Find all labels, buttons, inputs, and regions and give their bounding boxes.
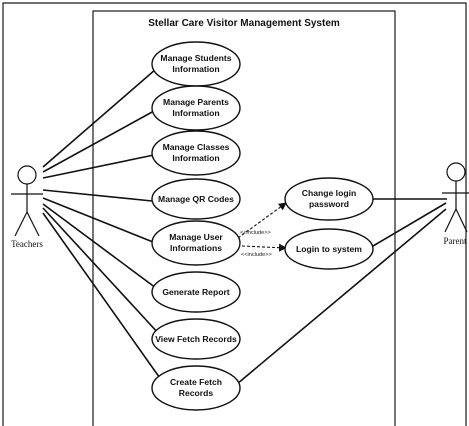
- assoc-teacher-report: [42, 203, 157, 289]
- use-case-label: Change login: [302, 188, 356, 198]
- assoc-teacher-create: [42, 212, 163, 382]
- actor-parent-label: Parent: [444, 236, 467, 246]
- actor-parent-icon: [442, 162, 469, 233]
- actor-teachers-label: Teachers: [11, 239, 43, 249]
- use-case-manage-qr-codes[interactable]: Manage QR Codes: [151, 178, 241, 220]
- use-case-manage-user[interactable]: Manage User Informations: [151, 220, 241, 266]
- use-case-manage-classes[interactable]: Manage Classes Information: [151, 130, 241, 176]
- assoc-teacher-qr: [42, 189, 153, 202]
- use-case-label: Manage QR Codes: [158, 194, 234, 204]
- use-case-label: View Fetch Records: [155, 334, 237, 344]
- assoc-teacher-students: [42, 68, 157, 168]
- use-case-change-login-password[interactable]: Change login password: [284, 177, 374, 221]
- assoc-parent-create: [236, 208, 447, 385]
- use-case-label: Create Fetch: [170, 377, 222, 387]
- use-case-label: Information: [172, 64, 219, 74]
- include-label-change: <<include>>: [240, 230, 271, 236]
- use-case-label: Manage Parents: [163, 97, 229, 107]
- assoc-teacher-parents: [42, 110, 155, 173]
- use-case-label: Generate Report: [162, 287, 229, 297]
- actor-teachers[interactable]: Teachers: [11, 165, 43, 249]
- assoc-parent-login: [372, 202, 447, 247]
- assoc-teacher-view: [42, 207, 160, 335]
- use-case-manage-parents[interactable]: Manage Parents Information: [151, 85, 241, 131]
- include-arrow-login: [241, 243, 287, 252]
- use-case-view-fetch-records[interactable]: View Fetch Records: [151, 318, 241, 360]
- use-case-manage-students[interactable]: Manage Students Information: [151, 41, 241, 87]
- use-case-create-fetch-records[interactable]: Create Fetch Records: [151, 365, 241, 411]
- use-case-label: Manage Classes: [163, 142, 230, 152]
- actor-parent[interactable]: Parent: [442, 162, 469, 246]
- assoc-teacher-user: [42, 197, 154, 243]
- use-case-label: Records: [179, 388, 214, 398]
- system-title: Stellar Care Visitor Management System: [148, 18, 340, 29]
- include-relations: <<include>> <<include>>: [237, 202, 287, 258]
- system-boundary: [92, 10, 396, 426]
- use-case-generate-report[interactable]: Generate Report: [151, 271, 241, 313]
- teacher-associations: [42, 68, 163, 382]
- use-case-login-to-system[interactable]: Login to system: [284, 228, 374, 270]
- assoc-teacher-classes: [42, 154, 155, 179]
- use-case-label: password: [309, 199, 349, 209]
- use-case-label: Login to system: [296, 244, 362, 254]
- parent-associations: [236, 198, 447, 385]
- use-case-label: Information: [172, 153, 219, 163]
- actor-teachers-icon: [11, 165, 43, 237]
- use-case-label: Manage Students: [160, 53, 231, 63]
- use-case-label: Information: [172, 108, 219, 118]
- use-case-label: Manage User: [169, 232, 223, 242]
- include-label-login: <<include>>: [241, 252, 272, 258]
- use-case-label: Informations: [170, 243, 222, 253]
